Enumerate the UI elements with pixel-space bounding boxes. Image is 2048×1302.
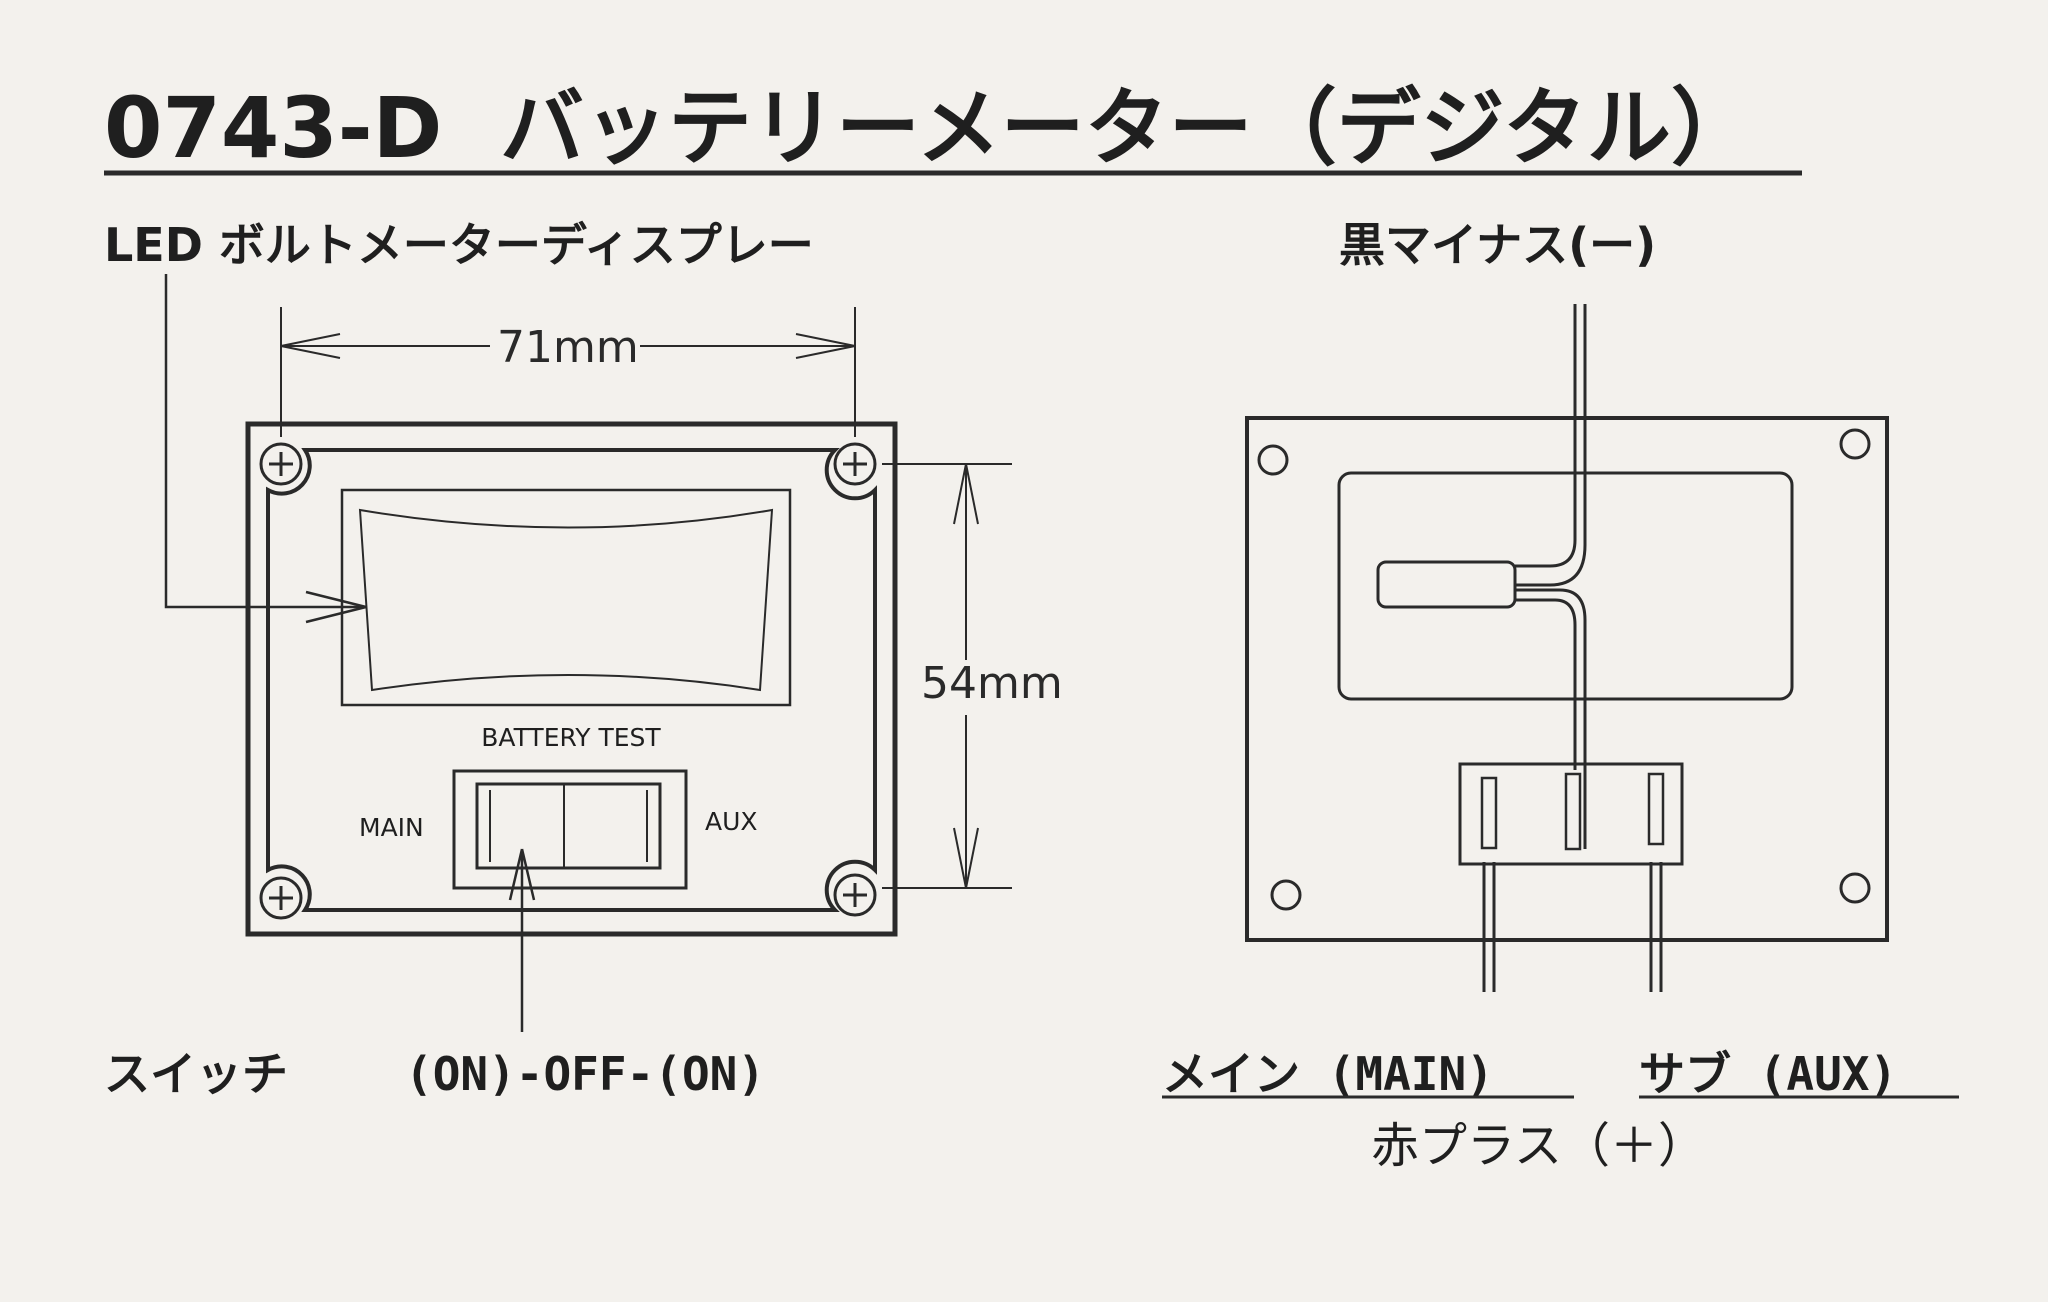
black-minus-label: 黒マイナス(ー) bbox=[1339, 218, 1656, 272]
battery-test-label: BATTERY TEST bbox=[481, 723, 661, 752]
led-display-label: LED ボルトメーターディスプレー bbox=[104, 218, 814, 272]
led-display-window bbox=[340, 488, 792, 707]
rocker-switch bbox=[452, 769, 688, 890]
height-dimension: 54mm bbox=[921, 658, 1063, 709]
front-panel bbox=[245, 421, 898, 937]
title-model: 0743-D bbox=[104, 79, 442, 177]
front-view: 71mm BATTERY TEST MAIN AUX 54mm bbox=[164, 274, 1063, 1032]
red-wires bbox=[1482, 862, 1663, 992]
main-label: MAIN bbox=[359, 813, 424, 842]
red-plus-label: 赤プラス（＋） bbox=[1371, 1118, 1706, 1174]
width-dimension: 71mm bbox=[497, 322, 639, 373]
switch-spec: (ON)-OFF-(ON) bbox=[405, 1047, 765, 1101]
switch-label: スイッチ bbox=[104, 1047, 288, 1101]
aux-label: AUX bbox=[705, 807, 758, 836]
terminal-block bbox=[1458, 762, 1684, 866]
screw-icon bbox=[259, 442, 877, 920]
title-name: バッテリーメーター（デジタル） bbox=[500, 79, 1755, 177]
switch-leader-arrow bbox=[508, 848, 536, 1032]
led-leader-arrow bbox=[164, 274, 366, 609]
rear-view bbox=[1245, 304, 1889, 992]
black-wire bbox=[1515, 304, 1587, 849]
aux-wire-label: サブ (AUX) bbox=[1639, 1047, 1897, 1101]
main-wire-label: メイン (MAIN) bbox=[1162, 1047, 1494, 1101]
rear-panel bbox=[1245, 416, 1889, 942]
wire-connector bbox=[1376, 560, 1517, 609]
